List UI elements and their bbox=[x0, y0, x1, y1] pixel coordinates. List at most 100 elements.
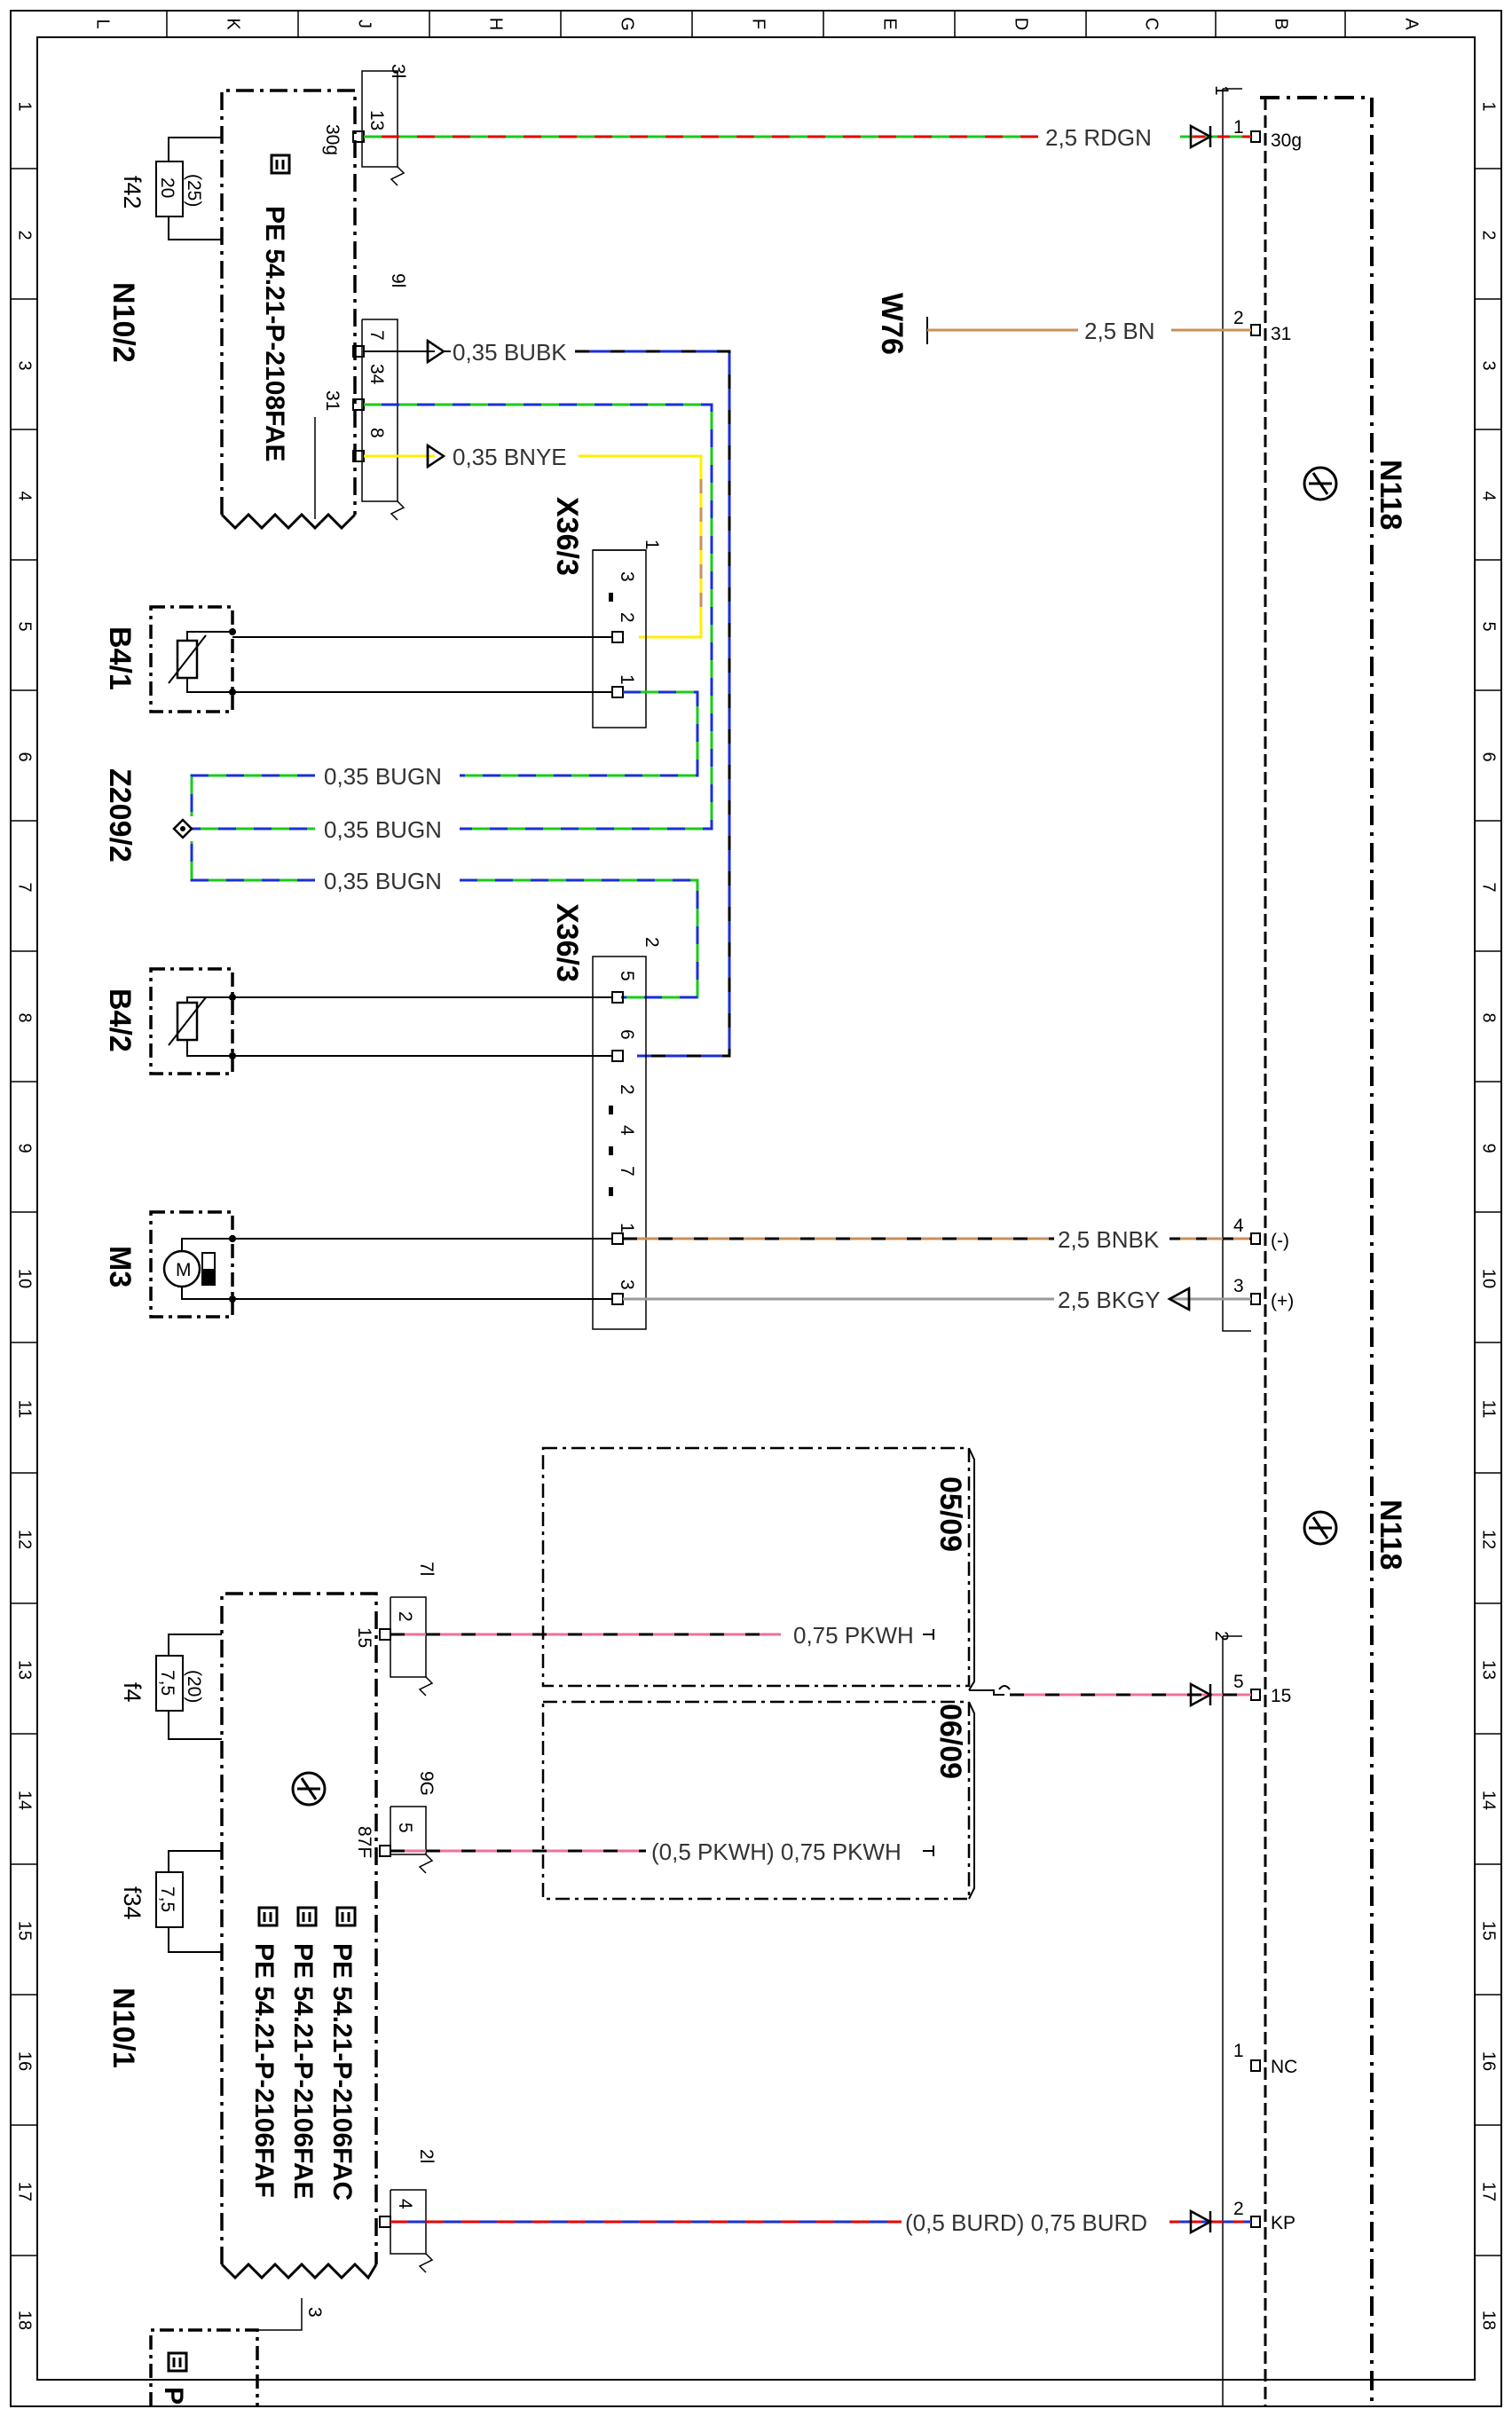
connector-3-bottom: 3 bbox=[304, 2307, 325, 2318]
fuse-f34: 7,5 f34 bbox=[119, 1850, 222, 1953]
n10-1-module: N10/1 PE 54.21-P-2106FAC PE 54.21-P-2106… bbox=[106, 1592, 378, 2280]
grid-row-5-left: 5 bbox=[15, 621, 35, 631]
pin-2-15: 2 bbox=[395, 1611, 415, 1622]
x36-3-pin-1b: 1 bbox=[617, 1223, 637, 1233]
pe-document-icon bbox=[335, 1906, 357, 1927]
wire-bkgy: 2,5 BKGY bbox=[623, 1286, 1251, 1313]
x36-3-conn-num-2: 2 bbox=[642, 937, 662, 948]
grid-col-A: A bbox=[1402, 18, 1421, 30]
grid-row-5-right: 5 bbox=[1479, 621, 1499, 631]
grid-col-L: L bbox=[93, 19, 113, 28]
wire-bn: 2,5 BN W76 bbox=[875, 293, 1251, 355]
b4-1-label: B4/1 bbox=[103, 626, 137, 690]
grid-row-4-left: 4 bbox=[15, 491, 35, 500]
n118-module: 1 2 N118 N118 bbox=[1211, 85, 1407, 2406]
fuse-f34-value: 7,5 bbox=[157, 1886, 177, 1912]
bottom-partial-module: 3 P bbox=[149, 2298, 325, 2406]
grid-col-F: F bbox=[749, 19, 768, 29]
n118-conn1-number: 1 bbox=[1211, 85, 1232, 96]
connector-7l: 7l bbox=[416, 1562, 437, 1576]
wire-bugn-34 bbox=[364, 403, 713, 831]
pin-31: 31 bbox=[322, 390, 343, 411]
wire-label-pkwh-1: 0,75 PKWH bbox=[793, 1622, 914, 1649]
grid-row-12-left: 12 bbox=[15, 1530, 35, 1549]
n118-pin-5: 5 bbox=[1233, 1672, 1244, 1692]
n118-terminal-plus: (+) bbox=[1271, 1291, 1294, 1311]
pe-document-icon bbox=[167, 2351, 188, 2373]
n118-label-bottom: N118 bbox=[1374, 1500, 1407, 1570]
pe-ref-2108fae: PE 54.21-P-2108FAE bbox=[260, 206, 289, 462]
n118-pin-2-kp: 2 bbox=[1233, 2199, 1244, 2219]
x36-3-label-2: X36/3 bbox=[550, 903, 584, 982]
grid-row-18-right: 18 bbox=[1479, 2311, 1499, 2330]
wire-burd: (0,5 BURD) 0,75 BURD bbox=[390, 2208, 1251, 2236]
n118-terminal-kp: KP bbox=[1271, 2213, 1295, 2233]
wire-bnye: 0,35 BNYE bbox=[364, 443, 703, 639]
fuse-f4-name: f4 bbox=[119, 1682, 146, 1703]
variant-date-0609: 06/09 bbox=[933, 1704, 967, 1779]
grid-row-13-left: 13 bbox=[15, 1660, 35, 1680]
motor-m-icon: M bbox=[176, 1260, 192, 1280]
grid-row-8-right: 8 bbox=[1479, 1012, 1499, 1022]
grid-row-16-right: 16 bbox=[1479, 2051, 1499, 2071]
n118-pins: 1 30g 2 31 4 (-) 3 (+) 5 15 1 NC 2 KP bbox=[1233, 117, 1302, 2233]
x36-3-pin-7: 7 bbox=[617, 1166, 637, 1177]
n118-pin-4: 4 bbox=[1233, 1216, 1244, 1236]
fuse-f42-value: 20 bbox=[157, 177, 177, 198]
grid-row-14-left: 14 bbox=[15, 1791, 35, 1810]
wire-label-bubk: 0,35 BUBK bbox=[453, 339, 567, 366]
grid-row-3-left: 3 bbox=[15, 360, 35, 370]
fuse-f34-name: f34 bbox=[119, 1886, 146, 1920]
fuse-f42-alt: (25) bbox=[184, 174, 204, 207]
wire-pkwh-1: 0,75 PKWH bbox=[390, 1622, 934, 1649]
grid-row-1-left: 1 bbox=[15, 101, 35, 111]
connector-9l: 9l bbox=[388, 273, 408, 287]
n10-2-connectors: 3l 13 30g 9l 7 34 31 8 bbox=[322, 64, 408, 521]
connector-2l: 2l bbox=[416, 2149, 437, 2163]
pin-5-87f: 5 bbox=[395, 1823, 415, 1833]
pe-ref-bottom: P bbox=[159, 2387, 188, 2405]
m3-label: M3 bbox=[103, 1246, 137, 1287]
pin-30g: 30g bbox=[322, 124, 343, 155]
n118-terminal-minus: (-) bbox=[1271, 1231, 1289, 1251]
x36-3-label-1: X36/3 bbox=[550, 497, 584, 576]
n118-terminal-31: 31 bbox=[1271, 324, 1291, 344]
fuse-f4-alt: (20) bbox=[184, 1670, 204, 1703]
variant-date-0509: 05/09 bbox=[933, 1476, 967, 1552]
n118-terminal-nc: NC bbox=[1271, 2057, 1297, 2077]
wire-bugn-x36-1 bbox=[460, 690, 699, 777]
n10-1-label: N10/1 bbox=[106, 1988, 140, 2068]
wire-bugn-x36-5 bbox=[460, 878, 699, 999]
m3-motor: M M3 bbox=[103, 1210, 236, 1319]
n118-label-top: N118 bbox=[1374, 460, 1407, 530]
fuse-f4-value: 7,5 bbox=[157, 1670, 177, 1696]
fuse-f4: 7,5 (20) f4 bbox=[119, 1634, 222, 1740]
n10-2-module: N10/2 PE 54.21-P-2108FAE bbox=[106, 89, 357, 531]
fuse-f42-name: f42 bbox=[119, 176, 146, 209]
grid-row-4-right: 4 bbox=[1479, 491, 1499, 500]
grid-row-17-left: 17 bbox=[15, 2182, 35, 2201]
x36-3-connector-1: X36/3 1 3 2 1 bbox=[550, 497, 662, 728]
grid-row-10-left: 10 bbox=[15, 1269, 35, 1288]
ecu-symbol-icon bbox=[291, 1771, 327, 1807]
grid-row-16-left: 16 bbox=[15, 2051, 35, 2071]
grid-col-J: J bbox=[355, 20, 374, 28]
n118-pin-2: 2 bbox=[1233, 308, 1244, 328]
grid-col-H: H bbox=[486, 18, 506, 30]
pe-ref-2106faf: PE 54.21-P-2106FAF bbox=[249, 1943, 279, 2198]
grid-col-E: E bbox=[880, 18, 900, 29]
x36-3-pin-3b: 3 bbox=[617, 1279, 637, 1290]
w76-label: W76 bbox=[875, 293, 909, 355]
wire-label-bugn-1: 0,35 BUGN bbox=[324, 763, 442, 790]
x36-3-pin-2b: 2 bbox=[617, 1084, 637, 1095]
z209-2-label: Z209/2 bbox=[103, 768, 137, 862]
grid-col-C: C bbox=[1142, 18, 1162, 30]
grid-row-7-left: 7 bbox=[15, 882, 35, 892]
pe-document-icon bbox=[296, 1906, 318, 1927]
grid-row-6-left: 6 bbox=[15, 752, 35, 761]
pin-34: 34 bbox=[366, 364, 387, 385]
n118-pin-1-nc: 1 bbox=[1233, 2041, 1244, 2061]
grid-row-18-left: 18 bbox=[15, 2311, 35, 2330]
pin-15: 15 bbox=[354, 1627, 374, 1648]
